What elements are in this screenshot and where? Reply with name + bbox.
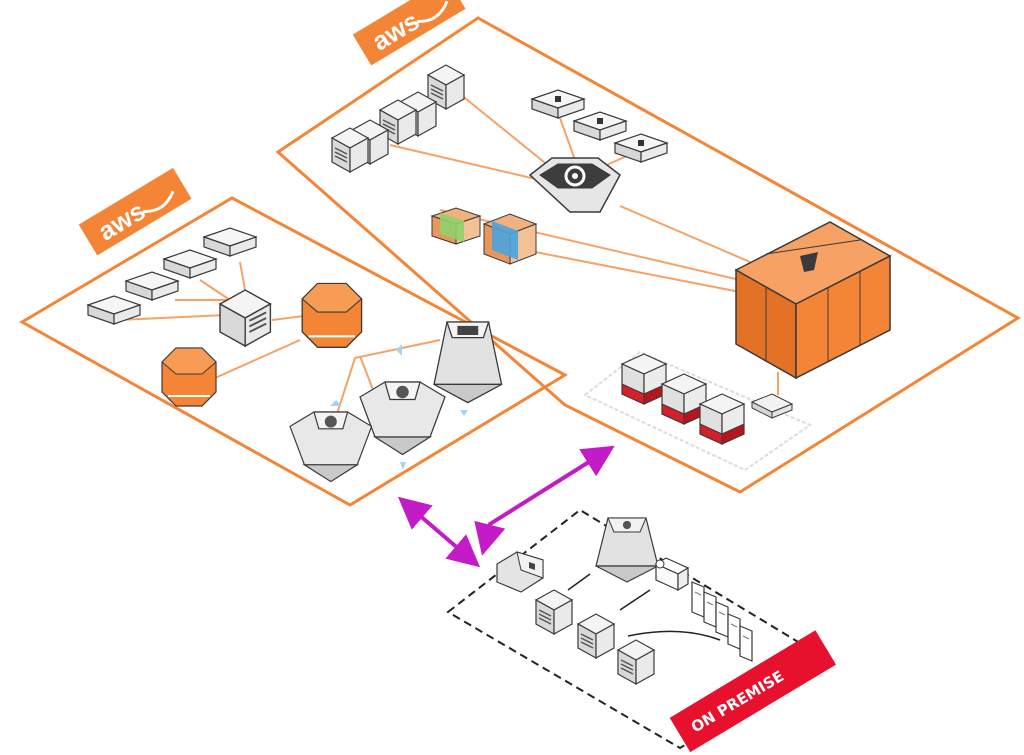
- aws-left-logo: aws: [78, 167, 192, 256]
- document-icon: [715, 601, 729, 638]
- aws-left-server: [218, 289, 272, 348]
- aws-top-instances: [531, 89, 668, 163]
- instance-icon: [203, 227, 257, 257]
- connector-aws-left-on-premise: [397, 496, 481, 568]
- aws-left-boundary: [18, 196, 569, 507]
- vpn-gateway: [496, 551, 544, 593]
- package-boxes: [430, 207, 538, 265]
- connectors: [397, 445, 615, 568]
- aws-top-server-cluster: [331, 64, 465, 173]
- oracle-cluster: [583, 350, 813, 472]
- key-icon: [623, 521, 631, 529]
- server-icon: [617, 639, 655, 685]
- server-icon: [331, 127, 369, 173]
- aws-top-boundary: [275, 16, 1021, 494]
- gear-service: [528, 157, 621, 213]
- server-icon: [577, 613, 615, 659]
- on-premise-servers: [535, 589, 655, 685]
- direction-arrows: [330, 344, 468, 470]
- orange-resource-small: [161, 347, 217, 407]
- document-icon: [703, 591, 717, 628]
- document-stack: [691, 581, 753, 662]
- email-icon: [654, 557, 690, 592]
- on-premise-links: [567, 573, 721, 641]
- instance-icon: [573, 111, 627, 141]
- storage-block: [734, 221, 892, 380]
- aws-smile-icon: [143, 190, 175, 213]
- instance-icon: [163, 249, 217, 279]
- instance-icon: [531, 89, 585, 119]
- bucket-icon: [800, 252, 818, 272]
- gateway-frustum: [433, 321, 503, 404]
- server-icon: [535, 589, 573, 635]
- oracle-db-icon: [621, 353, 667, 405]
- cdn-frustum: [359, 381, 446, 456]
- aws-left-frustums: [289, 321, 503, 483]
- gear-icon: [564, 165, 586, 187]
- document-icon: [727, 613, 741, 650]
- document-icon: [691, 581, 705, 618]
- oracle-db-icon: [699, 393, 745, 445]
- aws-top-logo: aws: [352, 0, 466, 66]
- lock-icon: [529, 562, 535, 570]
- aws-smile-icon: [417, 0, 449, 23]
- connector-aws-top-on-premise: [474, 445, 615, 556]
- document-icon: [739, 625, 753, 662]
- key-frustum: [595, 517, 659, 583]
- orange-resource-large: [301, 282, 363, 349]
- small-device-icon: [750, 393, 794, 419]
- on-premise-label: ON PREMISE: [669, 630, 837, 753]
- instance-icon: [125, 271, 179, 301]
- aws-left-links: [119, 261, 441, 421]
- cdn-frustum-2: [289, 411, 373, 483]
